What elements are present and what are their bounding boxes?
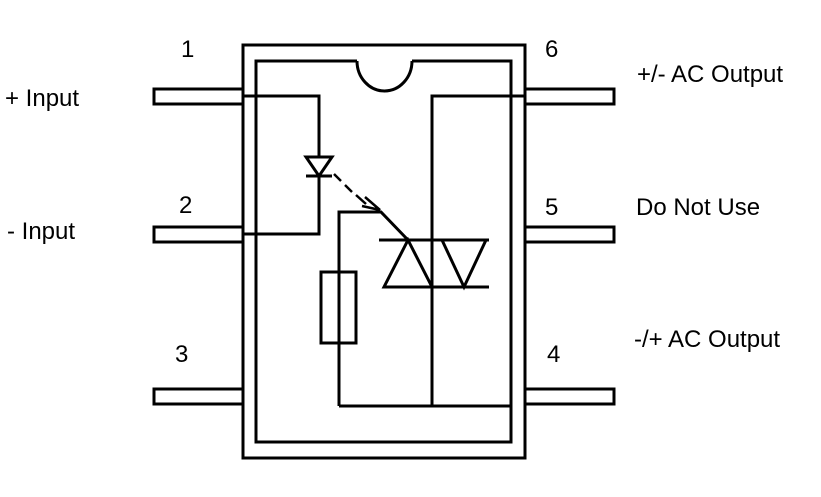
- light-arrow-dash: [333, 173, 342, 182]
- pin-6-number: 6: [545, 36, 558, 63]
- triac-right-triangle: [439, 238, 489, 291]
- pin-3-number: 3: [175, 341, 188, 368]
- pin-numbers: 1 2 3 4 5 6: [175, 36, 560, 368]
- pin-2-label: - Input: [7, 218, 75, 245]
- pin-labels: + Input - Input -/+ AC Output Do Not Use…: [5, 61, 783, 353]
- pin-4-label: -/+ AC Output: [634, 326, 780, 353]
- pin-5-label: Do Not Use: [636, 194, 760, 221]
- pin-4-lead: [523, 387, 616, 406]
- resistor-icon: [319, 270, 358, 345]
- package-inner-outline: [254, 59, 513, 444]
- pin-2-lead: [152, 225, 245, 244]
- ic-package: [241, 43, 527, 460]
- wire-pin1-led: [243, 94, 321, 157]
- wire-gate: [337, 210, 410, 406]
- light-arrow-head: [361, 196, 381, 212]
- pin-6-lead: [523, 87, 616, 106]
- wire-output-main: [430, 94, 525, 408]
- pin-3-lead: [152, 387, 245, 406]
- triac-icon: [379, 236, 489, 291]
- internal-circuit: [243, 94, 525, 408]
- light-arrow-dash: [355, 194, 367, 205]
- led-triangle: [303, 155, 335, 179]
- wire-led-pin2: [243, 176, 321, 236]
- pin-4-number: 4: [547, 341, 560, 368]
- light-arrow-icon: [333, 173, 381, 212]
- pin-1-lead: [152, 87, 245, 106]
- pin-5-number: 5: [545, 194, 558, 221]
- pin-2-number: 2: [179, 192, 192, 219]
- led-icon: [303, 155, 335, 179]
- pin-1-notch: [355, 60, 414, 93]
- triac-left-triangle: [381, 236, 435, 289]
- package-outer-outline: [241, 43, 527, 460]
- pin-1-number: 1: [181, 36, 194, 63]
- pin-leads: [152, 87, 616, 406]
- pin-5-lead: [523, 225, 616, 244]
- light-arrow-dash: [344, 184, 353, 193]
- pin-6-label: +/- AC Output: [637, 61, 783, 88]
- pin-1-label: + Input: [5, 85, 79, 112]
